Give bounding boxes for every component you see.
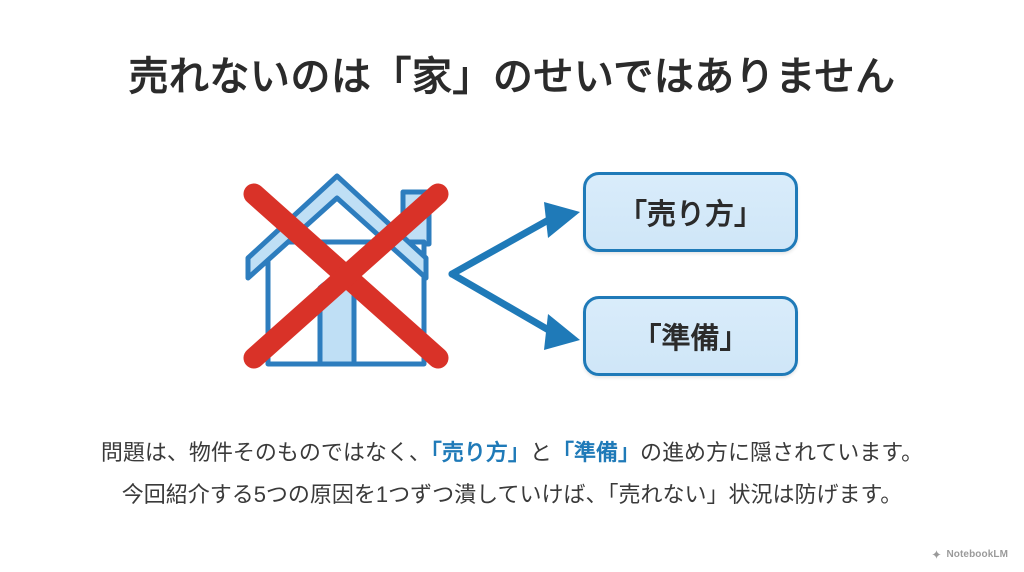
caption-text-part2: と	[529, 440, 552, 465]
callout-box-selling-method: 「売り方」	[583, 172, 798, 252]
house-icon	[243, 173, 449, 369]
callout-label: 「売り方」	[617, 199, 763, 231]
notebooklm-icon	[932, 549, 942, 560]
watermark-label: NotebookLM	[946, 549, 1008, 560]
caption-text-part3: の進め方に隠されています。	[639, 440, 924, 465]
house-illustration	[238, 162, 454, 378]
cross-out-mark	[243, 183, 449, 369]
callout-label: 「準備」	[632, 323, 749, 355]
caption-highlight-preparation: 「準備」	[551, 440, 640, 465]
caption-text-part1: 問題は、物件そのものではなく、	[100, 440, 431, 465]
caption-highlight-selling-method: 「売り方」	[430, 440, 530, 465]
callout-box-preparation: 「準備」	[583, 296, 798, 376]
watermark: NotebookLM	[931, 549, 1008, 560]
diagram-container: 「売り方」 「準備」	[0, 150, 1024, 400]
caption-line-2: 今回紹介する5つの原因を1つずつ潰していけば、「売れない」状況は防げます。	[0, 478, 1024, 511]
caption-line-1: 問題は、物件そのものではなく、「売り方」と「準備」の進め方に隠されています。	[0, 436, 1024, 469]
page-title: 売れないのは「家」のせいではありません	[128, 55, 896, 99]
caption-text-line2: 今回紹介する5つの原因を1つずつ潰していけば、「売れない」状況は防げます。	[121, 482, 903, 507]
branching-arrows-icon	[448, 202, 580, 350]
